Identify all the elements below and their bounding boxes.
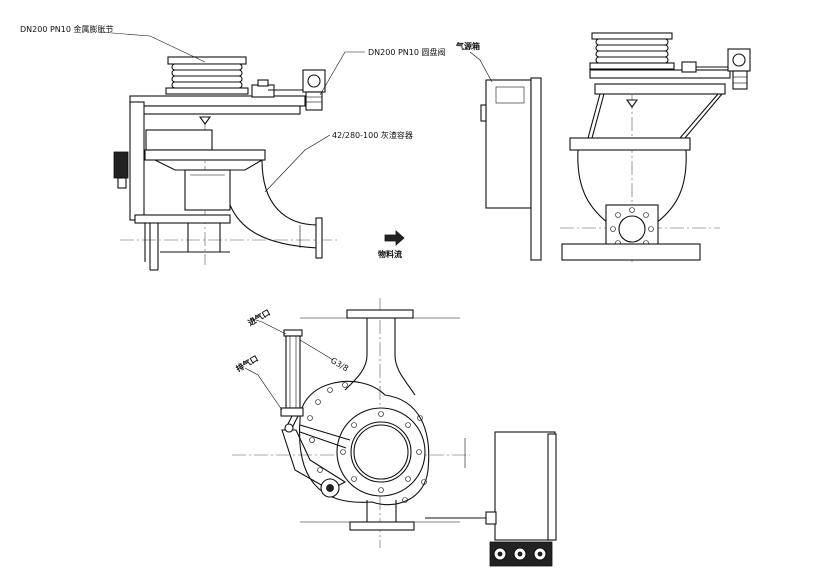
flow-arrow-icon [384,230,405,246]
position-switch-box [302,69,326,111]
valve-label: DN200 PN10 圆盘阀 [368,47,446,57]
disc-flange [336,407,426,497]
solenoid-valve [113,151,129,189]
gas-source-label: 气源箱 [455,41,480,51]
terminal-connectors [489,541,553,567]
bellows-label: DN200 PN10 金属膨胀节 [20,24,114,34]
thread-label: G3/8 [329,356,350,373]
air-out-label: 排气口 [234,353,260,374]
front-elevation-view: DN200 PN10 金属膨胀节 DN200 PN10 圆盘阀 42/280-1… [20,24,446,271]
plan-view: 进气口 排气口 G3/8 [232,298,557,567]
pneumatic-cylinder [280,329,304,417]
side-elevation-view: 气源箱 [455,32,751,262]
gas-source-cabinet [480,77,542,261]
bellows-expansion-joint [165,56,249,95]
silo-label: 42/280-100 灰渣容器 [332,130,413,140]
material-flow-label: 物料流 [378,249,402,259]
